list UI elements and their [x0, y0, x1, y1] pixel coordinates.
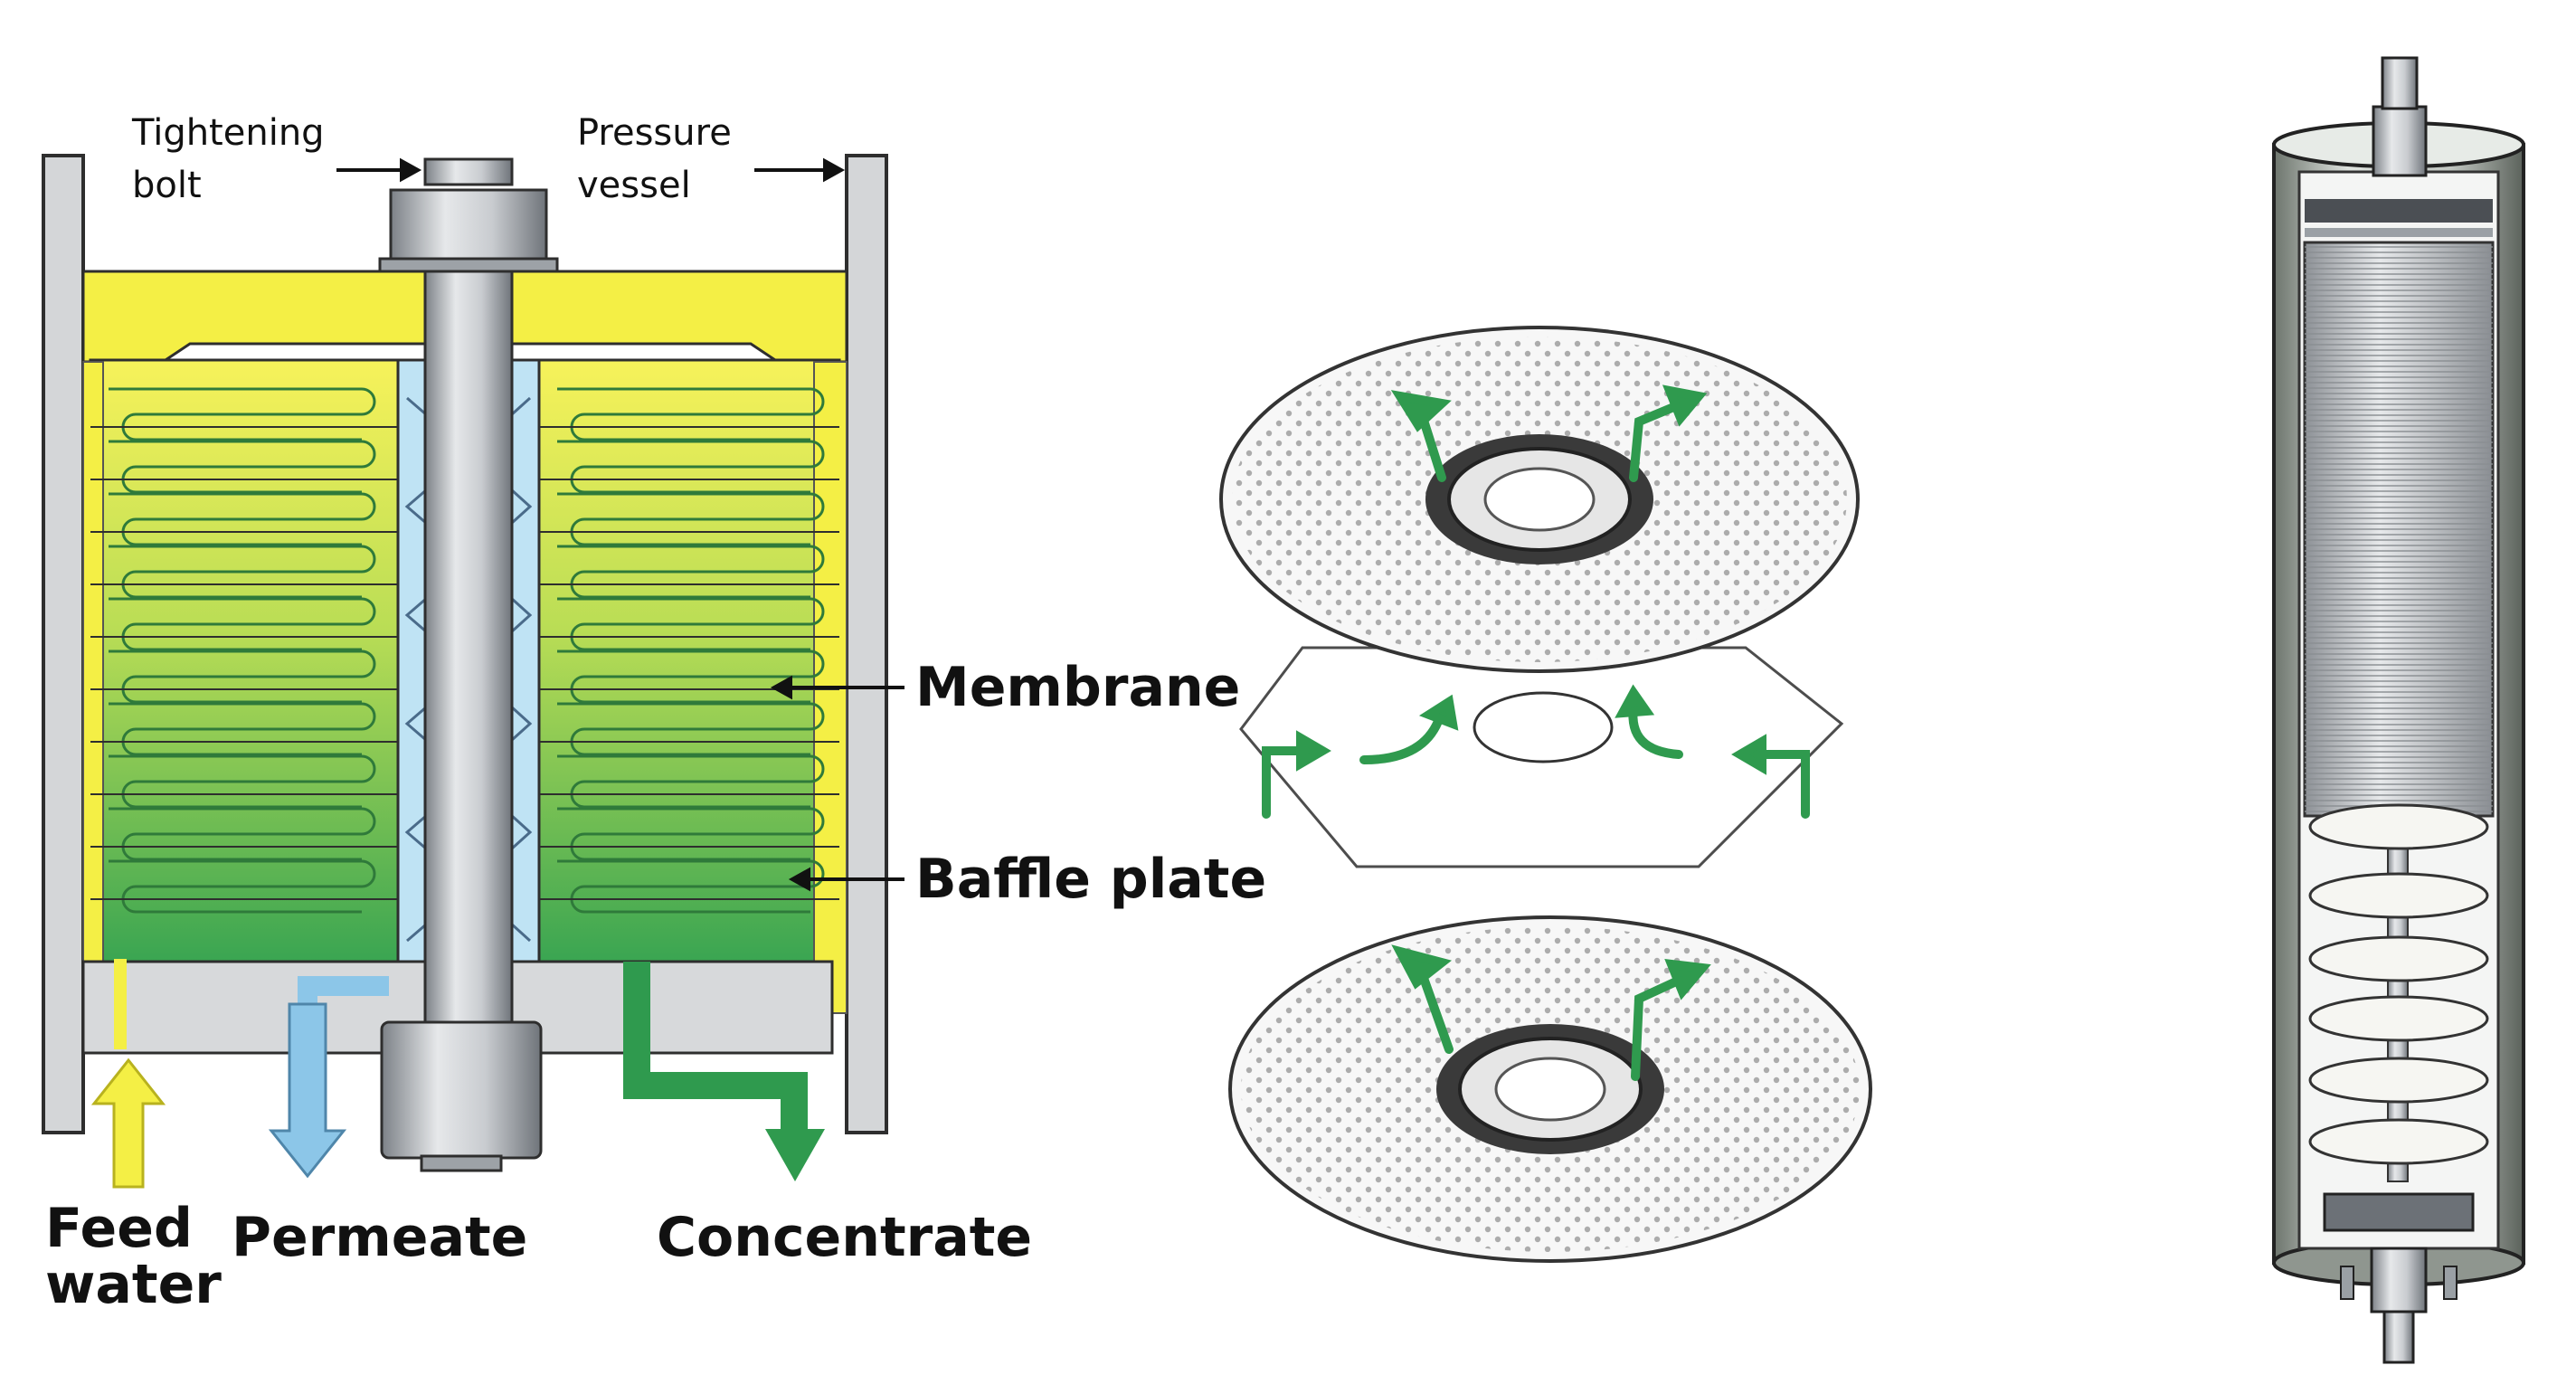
cylinder-cutaway: [2272, 56, 2525, 1364]
feed-water-arrow: [90, 959, 166, 1189]
membrane-pack-right: [537, 358, 841, 963]
disc-bottom: [1228, 915, 1872, 1263]
membrane-label: Membrane: [915, 656, 1240, 719]
concentrate-arrow: [623, 962, 825, 1181]
membrane-loops: [109, 387, 825, 914]
vessel-right-wall: [845, 154, 888, 1134]
lower-disc-stack: [2308, 803, 2489, 1165]
pressure-vessel-label-2: vessel: [577, 165, 691, 206]
membrane-pack-left: [89, 358, 400, 963]
module-cross-section: Tightening bolt Pressure vessel Membrane…: [42, 112, 1266, 1316]
baffle-plate-label: Baffle plate: [915, 848, 1266, 911]
tightening-bolt-label-1: Tightening: [131, 112, 325, 154]
up-arrow-icon: [90, 1057, 166, 1189]
tightening-bolt-label-2: bolt: [132, 165, 202, 206]
shaft-top: [2372, 105, 2428, 177]
down-arrow-icon: [765, 1129, 825, 1181]
feed-water-label-2: water: [45, 1253, 222, 1316]
feed-water-label-1: Feed: [45, 1197, 193, 1260]
top-cap: [81, 270, 427, 364]
bolt-hex-nut: [389, 188, 548, 264]
pressure-vessel-label-1: Pressure: [577, 112, 732, 154]
permeate-arrow: [268, 976, 389, 1179]
down-arrow-icon: [268, 1002, 347, 1179]
disc-flow-arrows: [1262, 384, 1810, 1081]
exploded-disc-view: [1219, 326, 1872, 1263]
vessel-left-wall: [42, 154, 85, 1134]
permeate-label: Permeate: [232, 1206, 527, 1269]
spacer-center-ring: [1473, 691, 1614, 763]
bolt-bottom-nut: [380, 1020, 543, 1160]
shaft-bottom: [2370, 1247, 2428, 1313]
disc-top: [1219, 326, 1860, 673]
concentrate-label: Concentrate: [657, 1206, 1032, 1269]
bolt-shaft: [423, 261, 514, 1110]
bolt-cap-top: [423, 157, 514, 186]
